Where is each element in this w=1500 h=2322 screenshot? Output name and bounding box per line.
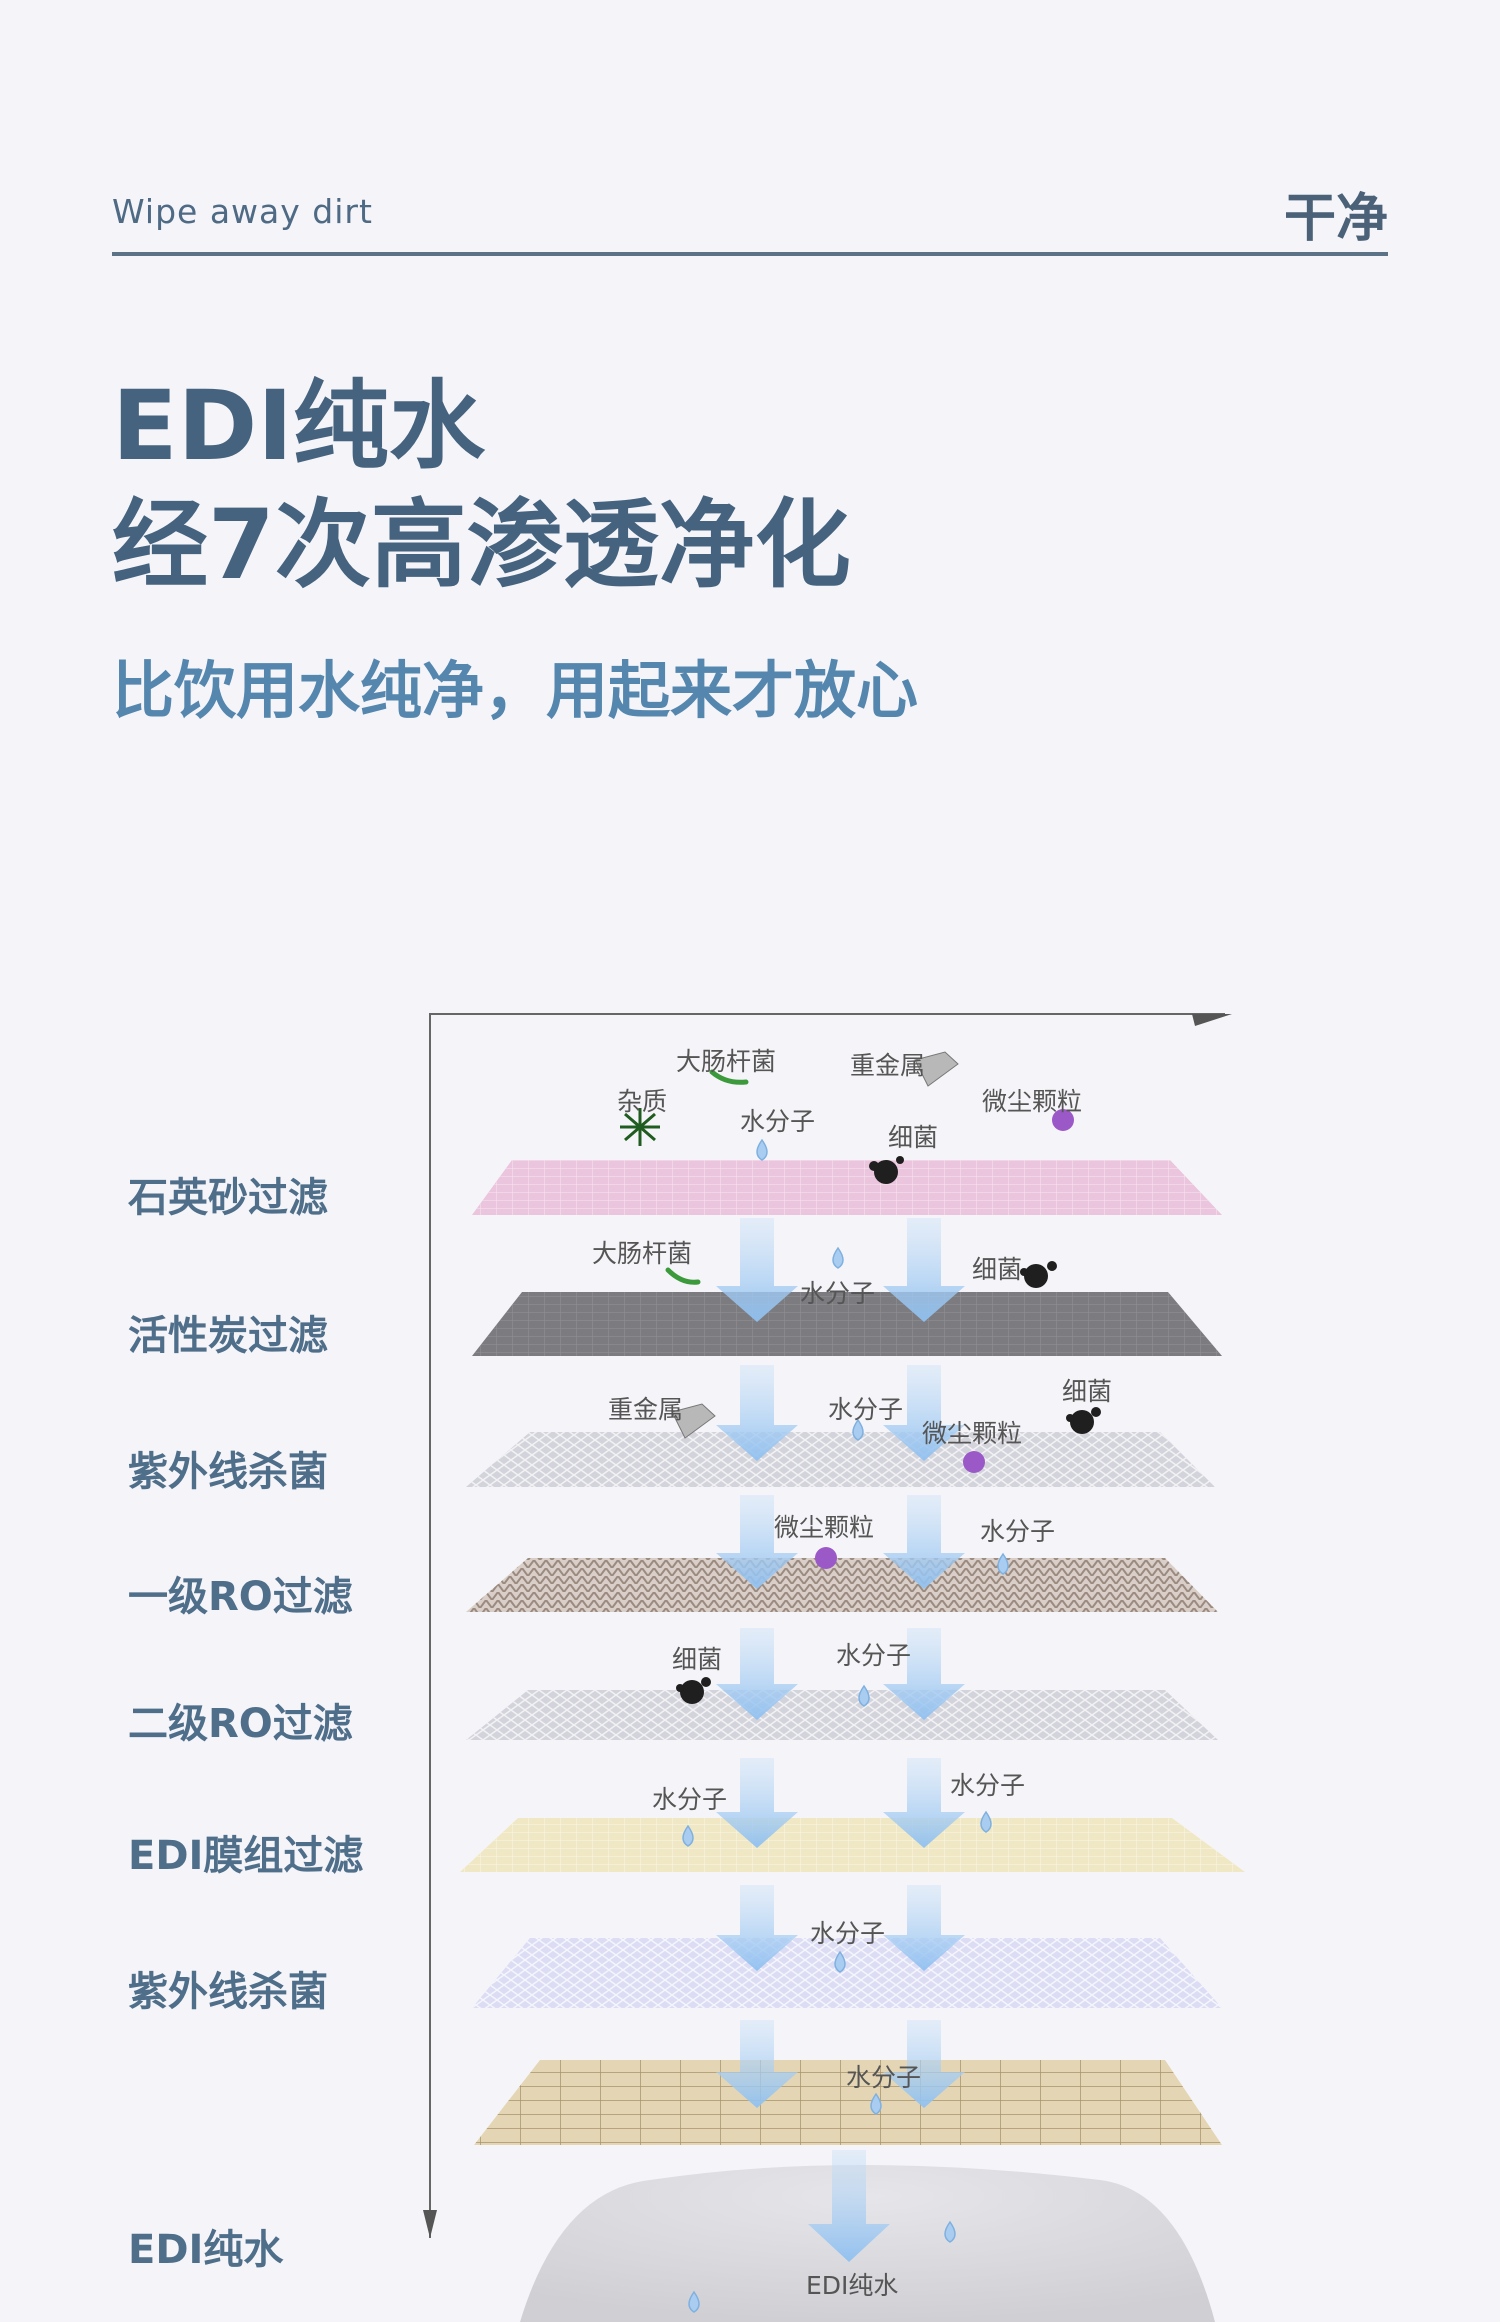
- label-bacteria-4: 细菌: [672, 1645, 722, 1674]
- label-bacteria-2: 细菌: [972, 1255, 1022, 1284]
- stage-label-edi-module: EDI膜组过滤: [128, 1833, 364, 1879]
- label-edi-water: EDI纯水: [806, 2271, 898, 2300]
- label-ecoli-1: 大肠杆菌: [676, 1047, 776, 1076]
- subtitle: 比饮用水纯净，用起来才放心: [112, 654, 919, 727]
- headline-line-2: 经7次高渗透净化: [112, 489, 851, 601]
- particle-labels: 大肠杆菌 重金属 杂质 水分子 微尘颗粒 细菌 大肠杆菌 水分子 细菌 重金属 …: [592, 1047, 1112, 2300]
- frame-line: [423, 1013, 1232, 2238]
- layer-ro-2: [466, 1690, 1218, 1740]
- layer-uv-1: [466, 1432, 1215, 1487]
- label-bacteria-1: 细菌: [888, 1123, 938, 1152]
- label-water-6: 水分子: [652, 1785, 727, 1814]
- label-bacteria-3: 细菌: [1062, 1377, 1112, 1406]
- label-dust-3: 微尘颗粒: [774, 1513, 874, 1542]
- stage-label-activated-carbon: 活性炭过滤: [128, 1313, 328, 1359]
- stage-label-ro-1: 一级RO过滤: [128, 1574, 353, 1620]
- header-divider: [112, 252, 1388, 256]
- dust-particles: [815, 1109, 1074, 1569]
- bacteria-blobs: [676, 1156, 1101, 1704]
- label-water-7: 水分子: [950, 1771, 1025, 1800]
- stage-label-edi-water: EDI纯水: [128, 2227, 284, 2273]
- layer-activated-carbon: [472, 1292, 1222, 1356]
- label-impurity: 杂质: [617, 1087, 667, 1116]
- water-drops: [682, 1138, 1009, 2313]
- label-water-1: 水分子: [740, 1107, 815, 1136]
- metal-shapes: [671, 1051, 959, 1439]
- layer-edi-module: [460, 1818, 1245, 1872]
- label-water-3: 水分子: [828, 1395, 903, 1424]
- ecoli-shapes: [665, 1069, 749, 1285]
- label-water-2: 水分子: [800, 1279, 875, 1308]
- label-dust-1: 微尘颗粒: [982, 1087, 1082, 1116]
- headline-line-1: EDI纯水: [112, 370, 485, 482]
- layer-ro-1: [466, 1558, 1218, 1612]
- header-title: 干净: [1283, 189, 1388, 249]
- stage-label-ro-2: 二级RO过滤: [128, 1701, 353, 1747]
- label-metal-2: 重金属: [608, 1395, 683, 1424]
- label-water-8: 水分子: [810, 1919, 885, 1948]
- label-water-9: 水分子: [846, 2063, 921, 2092]
- label-water-5: 水分子: [836, 1641, 911, 1670]
- header-tag: Wipe away dirt: [112, 192, 373, 231]
- flow-arrows: [716, 1218, 965, 2262]
- layer-quartz-sand: [472, 1160, 1222, 1215]
- layer-mesh: [474, 2060, 1222, 2145]
- layer-uv-2: [472, 1938, 1222, 2008]
- label-water-4: 水分子: [980, 1517, 1055, 1546]
- impurity-shape: [620, 1108, 660, 1146]
- stage-label-quartz-sand: 石英砂过滤: [128, 1175, 328, 1221]
- label-dust-2: 微尘颗粒: [922, 1419, 1022, 1448]
- stage-label-uv-2: 紫外线杀菌: [128, 1969, 328, 2015]
- label-metal-1: 重金属: [850, 1051, 925, 1080]
- stage-label-uv-1: 紫外线杀菌: [128, 1449, 328, 1495]
- label-ecoli-2: 大肠杆菌: [592, 1239, 692, 1268]
